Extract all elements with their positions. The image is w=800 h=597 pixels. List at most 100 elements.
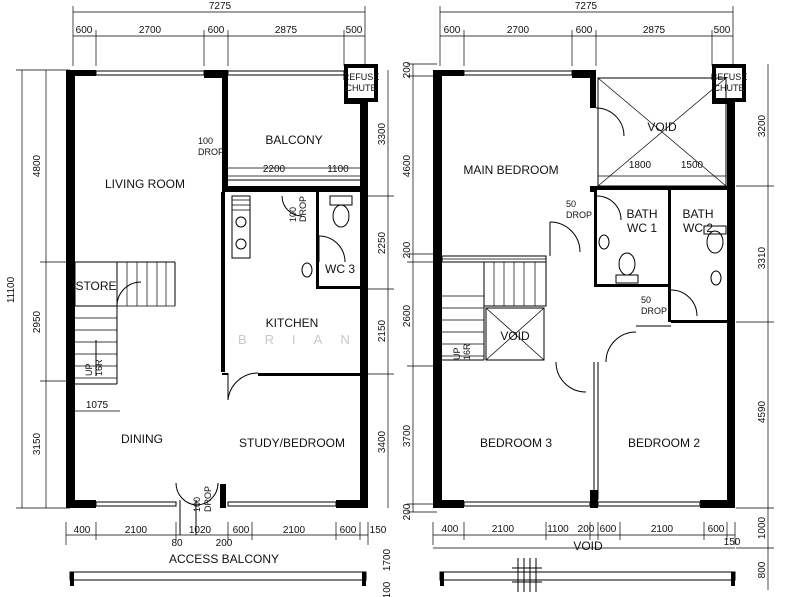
upper-dim-right-4: 3400 <box>377 430 388 453</box>
lower-dim-bottom-5: 600 <box>600 524 617 535</box>
upper-top-dimensions: 7275 600 2700 600 2875 500 <box>72 1 366 66</box>
lower-dim-left-3: 200 <box>402 241 413 258</box>
lower-dim-left-5: 3700 <box>402 424 413 447</box>
lower-windows <box>463 70 701 507</box>
upper-dim-left-total: 11100 <box>6 276 17 303</box>
main-bedroom-door-swing-icon <box>549 221 581 253</box>
lower-dim-left-6: 200 <box>402 503 413 520</box>
upper-dim-left-2: 2950 <box>32 310 43 333</box>
lower-dim-left-2: 4600 <box>402 154 413 177</box>
room-bedroom-3: BEDROOM 3 <box>480 436 552 450</box>
sink-icon <box>235 238 247 250</box>
room-bath1-line2: WC 1 <box>627 221 657 235</box>
room-wc3: WC 3 <box>325 262 355 276</box>
upper-dim-bottom-4: 1020 <box>189 525 212 536</box>
toilet-icon <box>618 252 636 276</box>
lower-dim-bottom-6: 2100 <box>651 524 674 535</box>
lower-dim-right-4: 1000 <box>757 516 768 539</box>
upper-dim-total: 7275 <box>209 1 232 12</box>
upper-kitchen-fixtures <box>231 195 251 259</box>
upper-dim-left-3: 3150 <box>32 432 43 455</box>
room-dining: DINING <box>121 432 163 446</box>
lower-bath-fixtures <box>596 195 727 317</box>
lower-stair-treads <box>442 262 536 361</box>
entry-door-swing-icon <box>175 482 197 506</box>
lower-left-dimensions: 200 4600 200 2600 3700 200 <box>402 61 437 520</box>
lower-dim-top-2: 2700 <box>507 25 530 36</box>
toilet-icon <box>706 230 724 254</box>
upper-stair-area: UP 16R <box>74 261 176 385</box>
lower-dim-top-1: 600 <box>444 25 461 36</box>
toilet-icon <box>332 204 350 228</box>
upper-left-dimensions: 11100 4800 2950 3150 <box>6 69 70 509</box>
lower-stair-up-label: UP <box>452 347 462 360</box>
upper-dim-right-1: 3300 <box>377 122 388 145</box>
room-living: LIVING ROOM <box>105 177 185 191</box>
lower-dim-bottom-8: 150 <box>724 537 741 548</box>
lower-dim-right-2: 3310 <box>757 246 768 269</box>
drop-bath2-1: 50 <box>641 295 651 305</box>
lower-dim-bottom-4: 200 <box>578 524 595 535</box>
basin-icon <box>710 270 722 286</box>
vent-grille-icon <box>512 558 542 592</box>
lower-dim-total: 7275 <box>575 1 598 12</box>
upper-balcony-dim-1: 2200 <box>263 164 286 175</box>
lower-dim-bottom-3: 1100 <box>547 524 569 535</box>
lower-top-dimensions: 7275 600 2700 600 2875 500 <box>439 1 734 66</box>
room-study: STUDY/BEDROOM <box>239 436 345 450</box>
lower-dim-right-5: 800 <box>757 561 768 578</box>
lower-refuse-label-1: REFUSE <box>711 72 748 82</box>
upper-dim-top-1: 600 <box>76 25 93 36</box>
upper-dim-bottom-5: 200 <box>216 538 233 549</box>
bath1-door-swing-icon <box>596 195 622 221</box>
upper-right-dimensions: 3300 2250 2150 3400 1700 100 <box>368 70 394 597</box>
lower-room-labels: MAIN BEDROOM BATH WC 1 BATH WC 2 BEDROOM… <box>463 163 713 553</box>
upper-wc3-fixtures <box>301 195 353 278</box>
room-bath2-line1: BATH <box>682 207 713 221</box>
upper-access-balcony <box>69 571 367 586</box>
drop-kitchen-1: 100 <box>288 207 298 222</box>
room-void-bottom: VOID <box>573 539 603 553</box>
lower-void-dim-2: 1500 <box>681 160 704 171</box>
upper-dim-top-5: 500 <box>346 25 363 36</box>
lower-drop-labels: 50 DROP 50 DROP <box>566 199 667 316</box>
bedroom3-door-swing-icon <box>555 361 587 393</box>
room-bath1-line1: BATH <box>626 207 657 221</box>
drop-bath1-1: 50 <box>566 199 576 209</box>
bath2-door-swing-icon <box>670 289 698 317</box>
drop-bath2-2: DROP <box>641 306 667 316</box>
lower-refuse-label-2: CHUTE <box>714 83 745 93</box>
upper-dim-outer-2: 100 <box>382 581 393 597</box>
upper-dim-outer-1: 1700 <box>382 548 393 571</box>
lower-dim-top-3: 600 <box>576 25 593 36</box>
lower-void-top: VOID 1800 1500 <box>595 77 727 187</box>
upper-dim-top-4: 2875 <box>275 25 298 36</box>
lower-dim-bottom-7: 600 <box>708 524 725 535</box>
bedroom2-door-swing-icon <box>605 331 637 363</box>
room-void-stair: VOID <box>500 329 530 343</box>
room-void-top: VOID <box>647 120 677 134</box>
lower-right-dimensions: 3200 3310 4590 1000 800 <box>736 64 774 590</box>
upper-balcony-dim-2: 1100 <box>327 164 349 175</box>
door-swing-icon <box>318 235 346 263</box>
lower-stair-risers-label: 16R <box>462 343 472 360</box>
upper-refuse-label-1: REFUSE <box>343 72 380 82</box>
upper-dim-right-2: 2250 <box>377 231 388 254</box>
upper-dim-bottom-9: 150 <box>370 525 387 536</box>
upper-dim-bottom-1: 400 <box>74 525 91 536</box>
room-main-bedroom: MAIN BEDROOM <box>463 163 558 177</box>
kitchen-door-swing-icon <box>281 195 303 217</box>
upper-dim-bottom-3: 80 <box>171 538 183 549</box>
dining-dim: 1075 <box>86 400 109 411</box>
upper-bottom-dimensions: 400 2100 80 1020 200 600 2100 600 150 <box>65 522 387 549</box>
upper-dim-top-2: 2700 <box>139 25 162 36</box>
upper-room-labels: LIVING ROOM BALCONY STORE KITCHEN WC 3 D… <box>75 133 355 566</box>
room-bath2-line2: WC 2 <box>683 221 713 235</box>
upper-drop-labels: 100 DROP 100 DROP 100 DROP 1075 <box>75 136 308 512</box>
study-door-swing-icon <box>227 372 259 401</box>
room-store: STORE <box>75 279 116 293</box>
upper-stair-risers-label: 16R <box>94 359 104 376</box>
upper-dim-left-1: 4800 <box>32 154 43 177</box>
upper-dim-bottom-2: 2100 <box>125 525 148 536</box>
